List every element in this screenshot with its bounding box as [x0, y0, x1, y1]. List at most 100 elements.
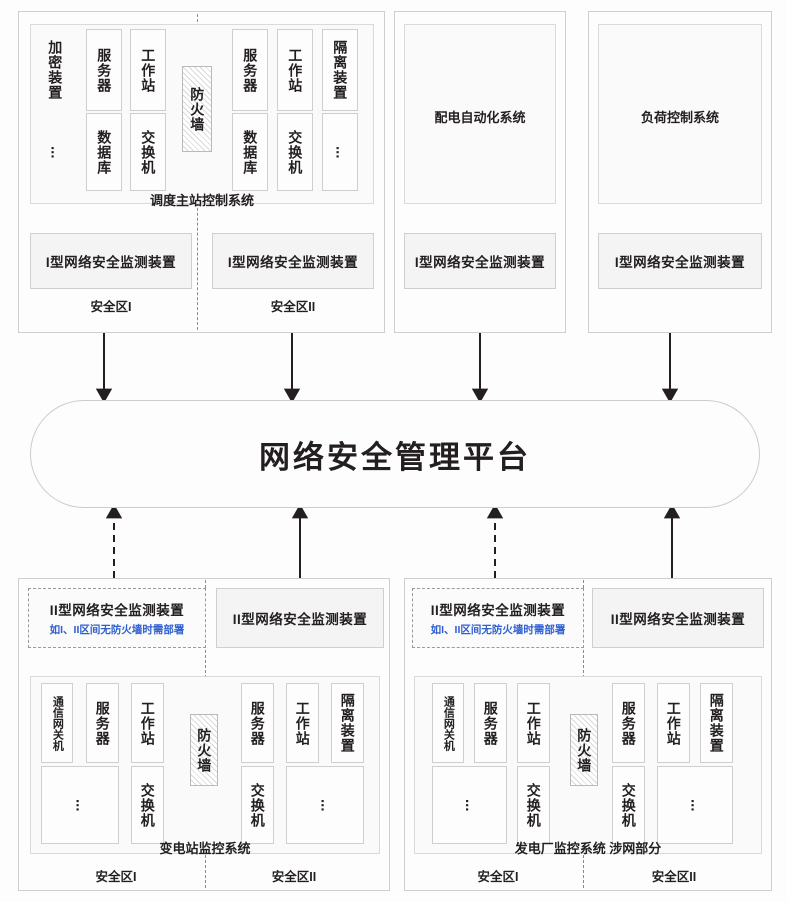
device-label: 交换机 — [140, 129, 157, 175]
distribution-title: 配电自动化系统 — [434, 110, 526, 125]
device-workstation-s1: 工作站 — [131, 683, 164, 763]
device-label: 工作站 — [140, 47, 157, 93]
device-workstation-p1: 工作站 — [517, 683, 550, 763]
device-server-s2: 服务器 — [241, 683, 274, 763]
firewall-label: 防火墙 — [189, 86, 206, 132]
device-server-p1: 服务器 — [474, 683, 507, 763]
device-comm-gateway-s1: 通信网关机 — [41, 683, 73, 763]
monitor-note: 如I、II区间无防火墙时需部署 — [49, 624, 185, 636]
vertical-dots: ... — [332, 145, 350, 159]
firewall-label: 防火墙 — [196, 727, 213, 773]
dispatch-zone1-dots: ... — [38, 113, 72, 191]
monitor-label: I型网络安全监测装置 — [414, 255, 546, 270]
device-label: 加密装置 — [47, 40, 64, 100]
device-label: 通信网关机 — [442, 695, 455, 751]
device-label: 工作站 — [139, 700, 156, 746]
monitor-type2-substation-zone1: II型网络安全监测装置 如I、II区间无防火墙时需部署 — [28, 588, 206, 648]
device-label: 通信网关机 — [51, 695, 64, 751]
device-database-d2: 数据库 — [232, 113, 268, 191]
device-workstation-d1: 工作站 — [130, 29, 166, 111]
distribution-system-box — [404, 24, 556, 204]
device-switch-d1: 交换机 — [130, 113, 166, 191]
firewall-substation: 防火墙 — [190, 714, 218, 786]
device-label: 交换机 — [249, 782, 266, 828]
zone-label-substation-1: 安全区I — [95, 870, 137, 884]
device-label: 隔离装置 — [332, 40, 349, 100]
device-switch-p1: 交换机 — [517, 766, 550, 844]
substation-zone1-dots: ... — [41, 766, 119, 844]
device-label: 数据库 — [242, 129, 259, 175]
device-label: 工作站 — [294, 700, 311, 746]
monitor-type1-load: I型网络安全监测装置 — [598, 233, 762, 289]
zone-label-dispatch-2: 安全区II — [270, 300, 316, 314]
substation-zone2-dots: ... — [286, 766, 364, 844]
device-server-p2: 服务器 — [612, 683, 645, 763]
device-label: 服务器 — [242, 47, 259, 93]
firewall-label: 防火墙 — [576, 727, 593, 773]
device-server-d1: 服务器 — [86, 29, 122, 111]
device-isolation-s2: 隔离装置 — [331, 683, 364, 763]
zone-label-powerplant-2: 安全区II — [651, 870, 697, 884]
device-label: 隔离装置 — [339, 693, 356, 753]
load-system-box — [598, 24, 762, 204]
device-database-d1: 数据库 — [86, 113, 122, 191]
monitor-type2-powerplant-zone1: II型网络安全监测装置 如I、II区间无防火墙时需部署 — [412, 588, 584, 648]
vertical-dots: ... — [47, 145, 65, 159]
device-label: 服务器 — [249, 700, 266, 746]
monitor-type2-powerplant-zone2: II型网络安全监测装置 — [592, 588, 764, 648]
monitor-label: II型网络安全监测装置 — [49, 603, 185, 618]
monitor-type1-distribution: I型网络安全监测装置 — [404, 233, 556, 289]
device-workstation-p2: 工作站 — [657, 683, 690, 763]
load-title: 负荷控制系统 — [640, 110, 719, 125]
monitor-label: II型网络安全监测装置 — [232, 612, 368, 627]
device-isolation-p2: 隔离装置 — [700, 683, 733, 763]
device-switch-s2: 交换机 — [241, 766, 274, 844]
vertical-dots: ... — [461, 798, 479, 812]
device-switch-p2: 交换机 — [612, 766, 645, 844]
firewall-powerplant: 防火墙 — [570, 714, 598, 786]
device-label: 工作站 — [665, 700, 682, 746]
device-label: 服务器 — [482, 700, 499, 746]
monitor-label: I型网络安全监测装置 — [614, 255, 746, 270]
powerplant-caption: 发电厂监控系统 涉网部分 — [514, 841, 662, 856]
vertical-dots: ... — [72, 798, 90, 812]
device-label: 隔离装置 — [708, 693, 725, 753]
substation-caption: 变电站监控系统 — [159, 841, 251, 856]
dispatch-zone2-dots: ... — [322, 113, 358, 191]
monitor-type2-substation-zone2: II型网络安全监测装置 — [216, 588, 384, 648]
monitor-label: II型网络安全监测装置 — [430, 603, 566, 618]
monitor-type1-dispatch-zone2: I型网络安全监测装置 — [212, 233, 374, 289]
device-label: 工作站 — [287, 47, 304, 93]
device-label: 服务器 — [94, 700, 111, 746]
security-management-platform[interactable]: 网络安全管理平台 — [30, 400, 760, 508]
monitor-type1-dispatch-zone1: I型网络安全监测装置 — [30, 233, 192, 289]
device-workstation-s2: 工作站 — [286, 683, 319, 763]
device-label: 数据库 — [96, 129, 113, 175]
monitor-label: I型网络安全监测装置 — [227, 255, 359, 270]
device-switch-s1: 交换机 — [131, 766, 164, 844]
device-label: 服务器 — [620, 700, 637, 746]
device-server-d2: 服务器 — [232, 29, 268, 111]
device-encryption: 加密装置 — [38, 29, 72, 111]
device-isolation-d2: 隔离装置 — [322, 29, 358, 111]
zone-label-dispatch-1: 安全区I — [90, 300, 132, 314]
device-label: 服务器 — [96, 47, 113, 93]
monitor-label: II型网络安全监测装置 — [610, 612, 746, 627]
device-label: 交换机 — [525, 782, 542, 828]
zone-label-substation-2: 安全区II — [271, 870, 317, 884]
platform-title: 网络安全管理平台 — [259, 439, 531, 475]
dispatch-caption: 调度主站控制系统 — [149, 193, 254, 208]
monitor-note: 如I、II区间无防火墙时需部署 — [430, 624, 566, 636]
device-switch-d2: 交换机 — [277, 113, 313, 191]
vertical-dots: ... — [687, 798, 705, 812]
zone-label-powerplant-1: 安全区I — [477, 870, 519, 884]
device-label: 交换机 — [139, 782, 156, 828]
device-label: 工作站 — [525, 700, 542, 746]
device-workstation-d2: 工作站 — [277, 29, 313, 111]
firewall-dispatch: 防火墙 — [182, 66, 212, 152]
monitor-label: I型网络安全监测装置 — [45, 255, 177, 270]
device-label: 交换机 — [620, 782, 637, 828]
vertical-dots: ... — [317, 798, 335, 812]
device-server-s1: 服务器 — [86, 683, 119, 763]
device-label: 交换机 — [287, 129, 304, 175]
